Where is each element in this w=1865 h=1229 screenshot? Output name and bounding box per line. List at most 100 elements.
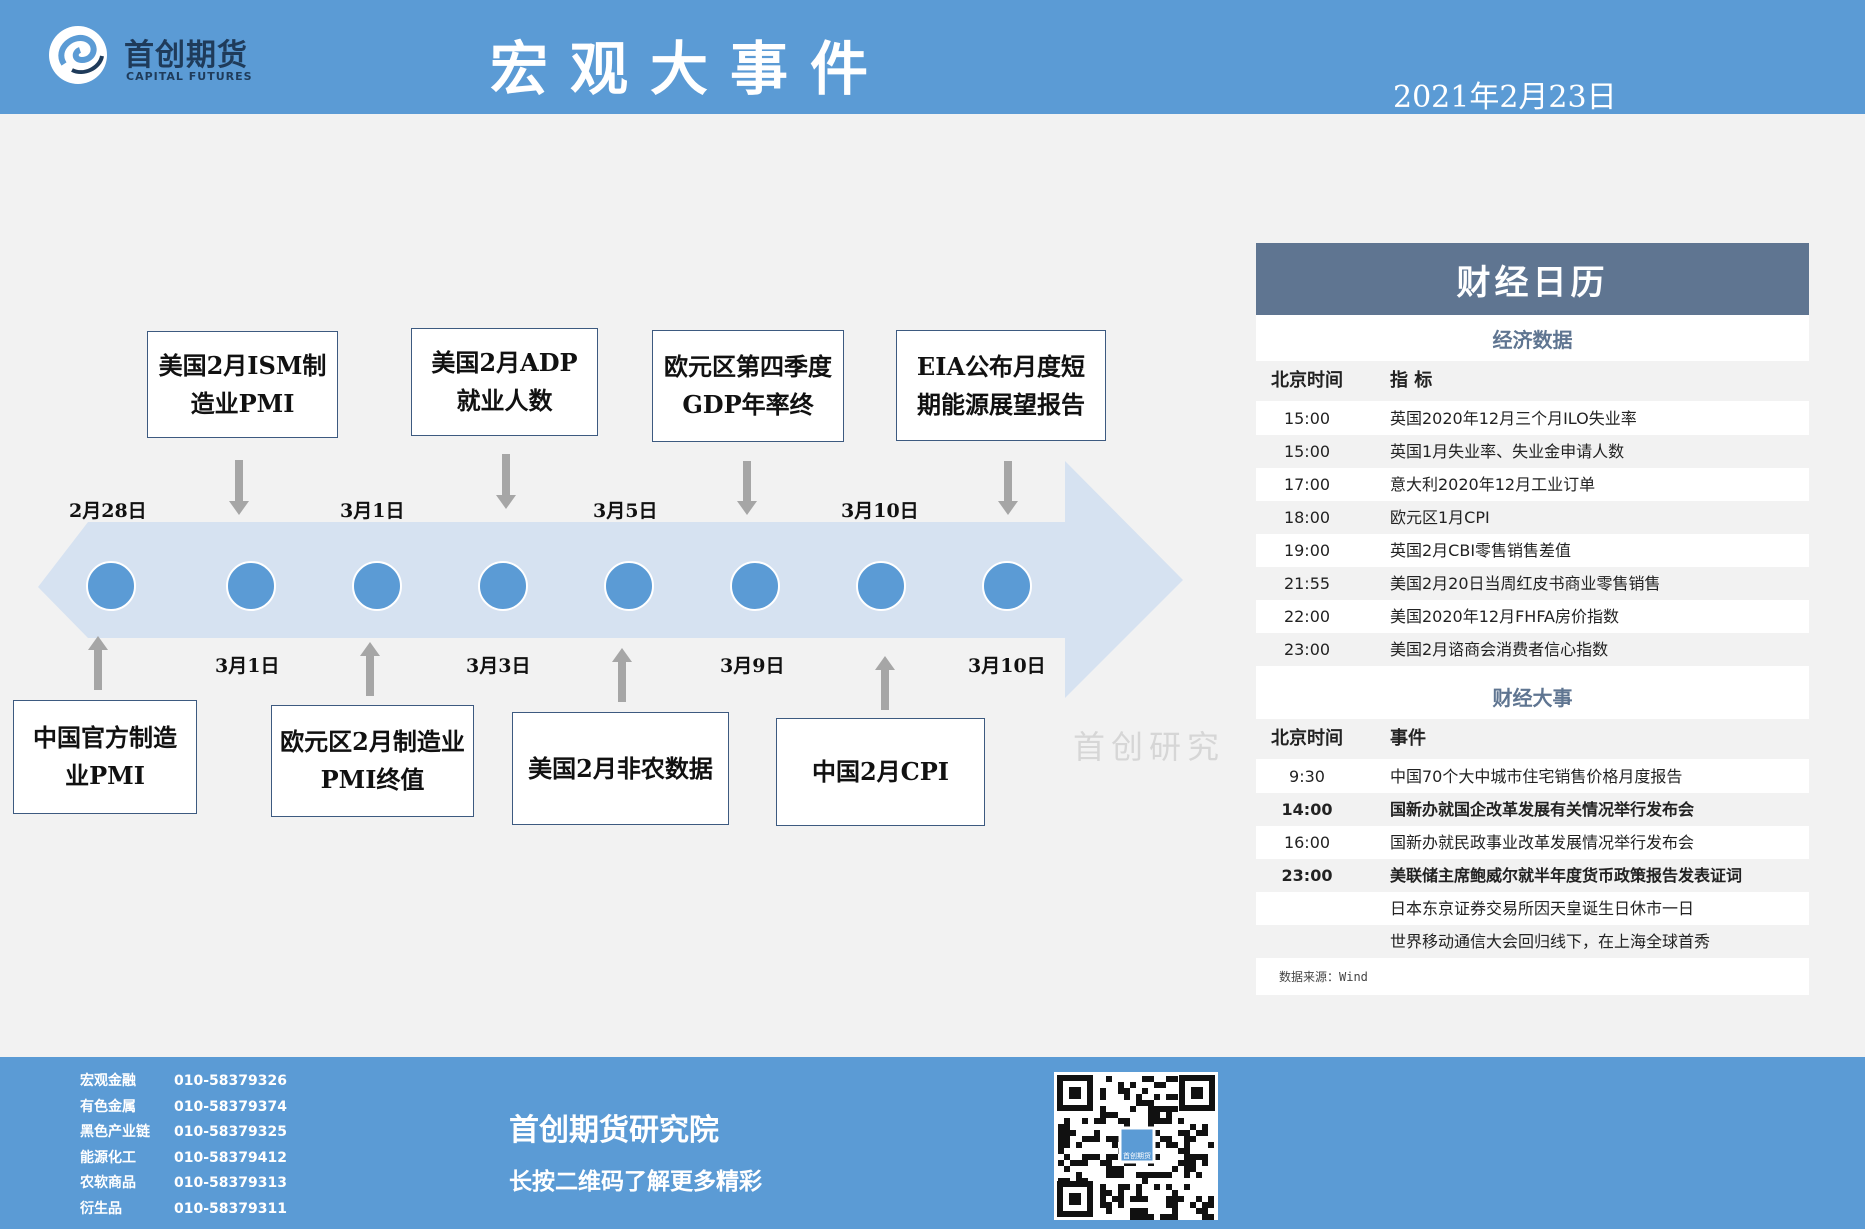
logo-english-name: CAPITAL FUTURES xyxy=(126,70,253,83)
contact-dept: 宏观金融 xyxy=(80,1073,136,1089)
row-description: 美联储主席鲍威尔就半年度货币政策报告发表证词 xyxy=(1390,866,1743,885)
contact-phone: 010-58379311 xyxy=(174,1200,287,1217)
row-time: 18:00 xyxy=(1283,508,1331,527)
row-description: 美国2月谘商会消费者信心指数 xyxy=(1390,640,1609,659)
row-description: 中国70个大中城市住宅销售价格月度报告 xyxy=(1390,767,1683,786)
down-arrow-icon xyxy=(229,460,249,515)
row-description: 英国2020年12月三个月ILO失业率 xyxy=(1390,409,1637,428)
panel-title: 财经日历 xyxy=(1256,243,1809,315)
down-arrow-icon xyxy=(998,461,1018,515)
timeline-date-bottom: 3月3日 xyxy=(466,655,531,677)
table-header: 北京时间 事件 xyxy=(1256,719,1809,759)
table-row: 世界移动通信大会回归线下，在上海全球首秀 xyxy=(1256,925,1809,958)
row-time: 15:00 xyxy=(1283,409,1331,428)
table-row: 22:00 美国2020年12月FHFA房价指数 xyxy=(1256,600,1809,633)
event-box-bottom: 中国2月CPI xyxy=(776,718,985,826)
up-arrow-icon xyxy=(875,656,895,710)
down-arrow-icon xyxy=(737,461,757,515)
institute-subtitle: 长按二维码了解更多精彩 xyxy=(509,1169,762,1195)
timeline-date-top: 3月5日 xyxy=(593,500,658,522)
section-economic-data: 经济数据 xyxy=(1492,327,1573,352)
contact-phone: 010-58379313 xyxy=(174,1175,287,1191)
row-time: 14:00 xyxy=(1281,800,1333,819)
table-row: 18:00 欧元区1月CPI xyxy=(1256,501,1809,534)
timeline-node xyxy=(352,561,402,611)
down-arrow-icon xyxy=(496,454,516,509)
timeline-date-bottom: 3月1日 xyxy=(215,655,280,677)
contact-phone: 010-58379325 xyxy=(174,1124,287,1140)
contact-dept: 衍生品 xyxy=(80,1200,122,1217)
row-description: 美国2020年12月FHFA房价指数 xyxy=(1390,607,1619,626)
contact-line: 农软商品 010-58379313 xyxy=(80,1172,287,1192)
contact-phone: 010-58379412 xyxy=(174,1149,287,1166)
row-time: 16:00 xyxy=(1283,833,1331,852)
up-arrow-icon xyxy=(360,642,380,696)
contact-line: 有色金属 010-58379374 xyxy=(80,1096,287,1116)
row-time: 23:00 xyxy=(1283,640,1331,659)
row-time: 21:55 xyxy=(1283,574,1331,593)
header-indicator: 指 标 xyxy=(1390,370,1433,391)
finance-calendar-panel: 财经日历 经济数据 北京时间 指 标 15:00 英国2020年12月三个月ILO… xyxy=(1256,243,1809,995)
timeline-date-top: 3月10日 xyxy=(841,500,919,522)
capital-futures-logo-icon xyxy=(49,26,107,84)
contact-line: 衍生品 010-58379311 xyxy=(80,1198,287,1218)
watermark-text: 首创研究 xyxy=(1073,728,1226,766)
up-arrow-icon xyxy=(88,636,108,690)
row-description: 意大利2020年12月工业订单 xyxy=(1390,475,1596,494)
row-description: 欧元区1月CPI xyxy=(1390,508,1490,527)
contact-line: 能源化工 010-58379412 xyxy=(80,1147,287,1167)
timeline-node xyxy=(226,561,276,611)
row-time: 22:00 xyxy=(1283,607,1331,626)
header-event: 事件 xyxy=(1390,728,1426,749)
row-description: 国新办就国企改革发展有关情况举行发布会 xyxy=(1390,800,1695,819)
institute-name: 首创期货研究院 xyxy=(509,1113,719,1148)
timeline-date-top: 3月1日 xyxy=(340,500,405,522)
row-description: 英国1月失业率、失业金申请人数 xyxy=(1390,442,1625,461)
timeline-node xyxy=(86,561,136,611)
table-row: 16:00 国新办就民政事业改革发展情况举行发布会 xyxy=(1256,826,1809,859)
header-time: 北京时间 xyxy=(1271,728,1343,749)
timeline-date-top: 2月28日 xyxy=(69,500,147,522)
header-bar: 首创期货 CAPITAL FUTURES 宏观大事件 2021年2月23日 xyxy=(0,0,1865,115)
contact-phone: 010-58379374 xyxy=(174,1098,287,1115)
report-date: 2021年2月23日 xyxy=(1393,80,1617,115)
event-box-top: 欧元区第四季度GDP年率终 xyxy=(652,330,844,442)
row-description: 英国2月CBI零售销售差值 xyxy=(1390,541,1572,560)
row-description: 国新办就民政事业改革发展情况举行发布会 xyxy=(1390,833,1695,852)
row-description: 美国2月20日当周红皮书商业零售销售 xyxy=(1390,574,1661,593)
data-source: 数据来源：Wind xyxy=(1279,970,1368,984)
contact-dept: 农软商品 xyxy=(80,1175,136,1191)
footer-bar xyxy=(0,1057,1865,1229)
qr-code-icon[interactable]: 首创期货 xyxy=(1054,1072,1218,1220)
timeline-node xyxy=(982,561,1032,611)
row-time: 9:30 xyxy=(1289,767,1325,786)
table-row: 23:00 美联储主席鲍威尔就半年度货币政策报告发表证词 xyxy=(1256,859,1809,892)
timeline-node xyxy=(730,561,780,611)
row-time: 19:00 xyxy=(1283,541,1331,560)
page-title: 宏观大事件 xyxy=(490,35,891,103)
qr-center-label: 首创期货 xyxy=(1123,1151,1151,1160)
contact-dept: 黑色产业链 xyxy=(80,1124,150,1140)
row-time: 23:00 xyxy=(1281,866,1333,885)
timeline-node xyxy=(478,561,528,611)
timeline-node xyxy=(856,561,906,611)
table-row: 14:00 国新办就国企改革发展有关情况举行发布会 xyxy=(1256,793,1809,826)
event-box-bottom: 美国2月非农数据 xyxy=(512,712,729,825)
table-row: 19:00 英国2月CBI零售销售差值 xyxy=(1256,534,1809,567)
table-row: 23:00 美国2月谘商会消费者信心指数 xyxy=(1256,633,1809,666)
row-description: 世界移动通信大会回归线下，在上海全球首秀 xyxy=(1390,932,1711,951)
timeline-node xyxy=(604,561,654,611)
table-row: 21:55 美国2月20日当周红皮书商业零售销售 xyxy=(1256,567,1809,600)
up-arrow-icon xyxy=(612,648,632,702)
table-header: 北京时间 指 标 xyxy=(1256,361,1809,401)
event-box-top: EIA公布月度短期能源展望报告 xyxy=(896,330,1106,441)
timeline-date-bottom: 3月9日 xyxy=(720,655,785,677)
event-box-top: 美国2月ISM制造业PMI xyxy=(147,331,338,438)
section-major-events: 财经大事 xyxy=(1492,685,1573,710)
contact-dept: 能源化工 xyxy=(80,1149,136,1166)
contact-line: 黑色产业链 010-58379325 xyxy=(80,1121,287,1141)
contact-dept: 有色金属 xyxy=(80,1098,136,1115)
